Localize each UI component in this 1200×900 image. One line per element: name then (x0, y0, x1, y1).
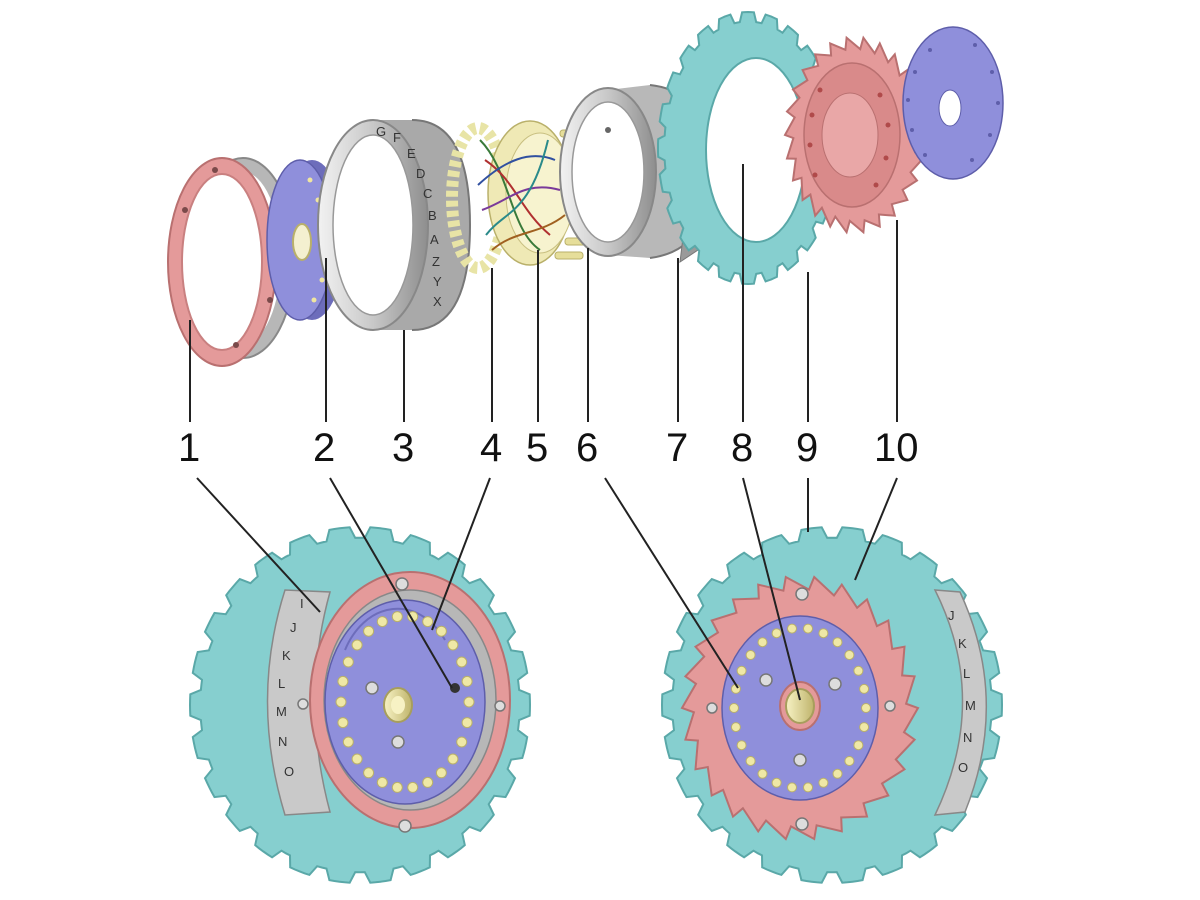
contact-pin (461, 675, 473, 687)
contact-pin (337, 717, 349, 729)
left-assembly-ring-letters: I J K L M N O (276, 596, 304, 779)
ring-letter: Z (432, 254, 440, 269)
part-3-alphabet-ring: G F E D C B A Z Y X (317, 119, 472, 331)
ring-letter: O (958, 760, 968, 775)
ring-letter: G (376, 124, 386, 139)
contact-pin (363, 767, 375, 779)
contact-pin (422, 776, 434, 788)
contact-pin (787, 782, 797, 793)
part-number-5: 5 (526, 426, 549, 470)
part-number-6: 6 (576, 426, 599, 470)
contact-pin (447, 753, 459, 765)
contact-pin (435, 625, 447, 637)
ring-letter: M (965, 698, 976, 713)
part-10-ratchet-wheel (783, 35, 927, 235)
contact-pin (435, 767, 447, 779)
contact-pin (363, 625, 375, 637)
ring-letter: L (278, 676, 285, 691)
contact-pin (832, 637, 843, 648)
contact-pin (461, 717, 473, 729)
contact-pin (771, 777, 782, 788)
contact-pin (859, 722, 870, 733)
ring-letter: N (278, 734, 287, 749)
contact-pin (745, 756, 756, 766)
ring-letter: K (282, 648, 291, 663)
contact-pin (818, 628, 829, 639)
contact-pin (861, 703, 871, 713)
contact-pin (337, 675, 349, 687)
ring-letter: J (290, 620, 297, 635)
contact-pin (730, 722, 741, 733)
ring-letter: J (948, 608, 955, 623)
ring-letter: Y (433, 274, 442, 289)
contact-pin (376, 776, 388, 788)
ring-letter: X (433, 294, 442, 309)
contact-pin (456, 656, 468, 668)
contact-pin (447, 639, 459, 651)
contact-pin (853, 740, 864, 751)
right-assembly-ring-letters: J K L M N O (948, 608, 976, 775)
assembled-rotor-left: I J K L M N O (188, 526, 532, 884)
ring-letter: B (428, 208, 437, 223)
contact-pin (335, 696, 347, 708)
contact-pin (818, 777, 829, 788)
contact-pin (729, 703, 739, 713)
contact-pin (853, 665, 864, 676)
contact-pin (736, 665, 747, 676)
contact-pin (757, 637, 768, 648)
contact-pin (844, 650, 855, 660)
contact-pin (391, 781, 403, 793)
contact-pin (745, 650, 756, 660)
contact-pin (787, 623, 797, 634)
ring-letter: C (423, 186, 432, 201)
ring-letter: F (393, 130, 401, 145)
contact-pin (771, 628, 782, 639)
contact-pin (351, 753, 363, 765)
part-number-7: 7 (666, 426, 689, 470)
ring-letter: M (276, 704, 287, 719)
contact-pin (463, 696, 475, 708)
contact-pin (803, 782, 813, 793)
part-number-4: 4 (480, 426, 503, 470)
part-number-3: 3 (392, 426, 415, 470)
part-number-10: 10 (874, 426, 919, 470)
contact-pin (342, 736, 354, 748)
contact-pin (407, 781, 419, 793)
ring-letter: N (963, 730, 972, 745)
ring-letter: E (407, 146, 416, 161)
part-9-notch-ring (657, 10, 839, 286)
contact-pin (844, 756, 855, 766)
ring-letter: I (300, 596, 304, 611)
contact-pin (736, 740, 747, 751)
ring-letter: O (284, 764, 294, 779)
bottom-leader-lines (196, 477, 898, 701)
contact-pin (456, 736, 468, 748)
top-leader-lines (189, 164, 898, 422)
ring-letter: L (963, 666, 970, 681)
contact-pin (422, 616, 434, 628)
contact-pin (832, 768, 843, 779)
part-number-2: 2 (313, 426, 336, 470)
ring-letter: K (958, 636, 967, 651)
alphabet-ring-letters: G F E D C B A Z Y X (376, 124, 442, 309)
contact-pin (376, 616, 388, 628)
contact-pin (391, 611, 403, 623)
contact-pin (859, 683, 870, 694)
assembled-rotor-right: J K L M N O (660, 526, 1004, 884)
contact-pin (803, 623, 813, 634)
contact-pin (342, 656, 354, 668)
part-number-1: 1 (178, 426, 201, 470)
end-plate (902, 26, 1004, 180)
part-number-8: 8 (731, 426, 754, 470)
part-number-9: 9 (796, 426, 819, 470)
contact-pin (757, 768, 768, 779)
ring-letter: D (416, 166, 425, 181)
contact-pin (351, 639, 363, 651)
ring-letter: A (430, 232, 439, 247)
